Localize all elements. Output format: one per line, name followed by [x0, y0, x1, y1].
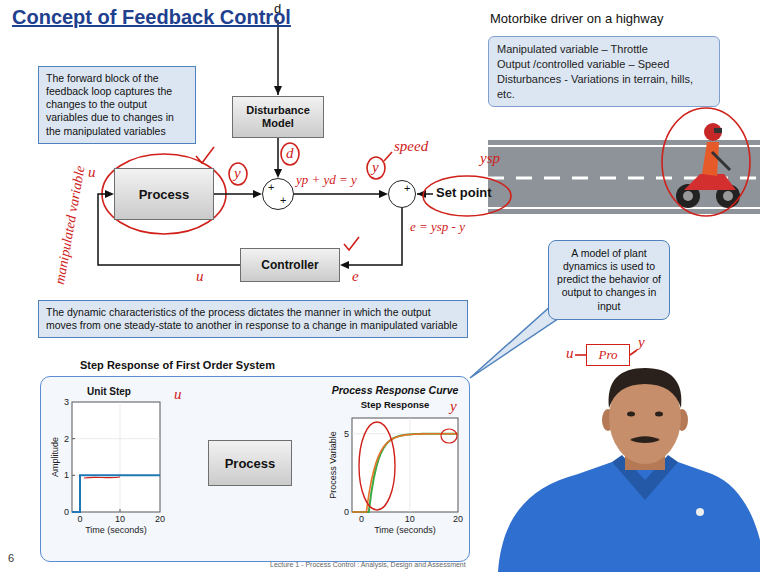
node-text: Pro [598, 347, 617, 363]
annotation: u [196, 268, 204, 285]
motorbike-illustration [676, 123, 740, 208]
annotation: e [352, 268, 359, 285]
node-text: Process [139, 187, 190, 202]
node-text: + [268, 182, 274, 193]
node-text: Step Response of First Order System [80, 358, 470, 372]
annotation: yp + yd = y [296, 173, 357, 187]
annotation: y [234, 165, 241, 182]
tick-label: 1 [64, 470, 69, 480]
unit-step-chart: Unit StepAmplitudeTime (seconds)32100102… [48, 384, 170, 540]
slide-title: Concept of Feedback Control [12, 6, 291, 29]
node-text: + [404, 183, 410, 194]
tick-label: 2 [64, 434, 69, 444]
axis-label: Time (seconds) [85, 525, 147, 535]
tick-label: 20 [155, 514, 165, 524]
node-text: Controller [261, 258, 318, 272]
footer: Lecture 1 - Process Control : Analysis, … [270, 561, 466, 569]
axis-label: Process Variable [328, 431, 338, 498]
process-block: Process [114, 168, 214, 220]
tick-label: 10 [405, 514, 415, 524]
node-text: The dynamic characteristics of the proce… [46, 306, 460, 332]
node-text: Disturbance Model [237, 104, 319, 130]
handdrawn-block: Pro [586, 344, 630, 366]
signal-connector [343, 208, 402, 265]
node-text: The forward block of the feedback loop c… [46, 72, 188, 138]
step-response-panel: Step Response of First Order SystemUnit … [40, 358, 470, 562]
annotation: d [286, 145, 294, 162]
process-block: Process [208, 440, 292, 486]
annotation: speed [394, 138, 428, 155]
signal-connector [214, 193, 259, 195]
variables-box: Manipulated variable – ThrottleOutput /c… [488, 36, 720, 107]
signal-name: d [274, 2, 281, 17]
annotation: u [88, 164, 96, 181]
page-number: 6 [8, 552, 14, 565]
tick-label: 0 [359, 514, 364, 524]
tick-label: 0 [64, 507, 69, 517]
annotation: y [450, 398, 457, 415]
tick-label: 0 [77, 514, 82, 524]
annotation: manipulated variable [52, 164, 88, 285]
node-text: + [280, 195, 286, 206]
annotation: y [372, 159, 379, 176]
note-callout: The forward block of the feedback loop c… [38, 66, 196, 144]
annotation: u [174, 386, 182, 403]
summing-junction: + [388, 180, 416, 208]
signal-name: Set point [436, 186, 492, 201]
tick-label: 3 [64, 397, 69, 407]
axis-label: Time (seconds) [374, 525, 436, 535]
signal-connector [294, 193, 385, 195]
annotation: ysp [480, 150, 500, 167]
note-box: The dynamic characteristics of the proce… [38, 300, 468, 338]
annotation: u [566, 345, 574, 362]
node-text: Process Response Curve [325, 384, 465, 396]
tick-label: 5 [344, 429, 349, 439]
response-chart: Process Response CurveStep ResponseProce… [325, 384, 465, 542]
node-text: A model of plant dynamics is used to pre… [555, 247, 663, 313]
node-text: Disturbances - Variations in terrain, hi… [497, 72, 711, 102]
tick-label: 10 [115, 514, 125, 524]
node-text: Manipulated variable – Throttle [497, 42, 711, 57]
disturbance-block: Disturbance Model [232, 96, 324, 138]
axis-label: Amplitude [50, 437, 60, 477]
annotation: e = ysp - y [410, 220, 465, 234]
road-illustration [488, 140, 760, 214]
node-text: Process [225, 456, 276, 471]
speech-callout: A model of plant dynamics is used to pre… [548, 240, 670, 320]
signal-connector [277, 138, 279, 175]
annotation: y [638, 334, 645, 351]
presenter-figure [498, 368, 760, 572]
tick-label: 20 [453, 514, 463, 524]
tick-label: 0 [344, 507, 349, 517]
node-text: Output /controlled variable – Speed [497, 57, 711, 72]
controller-block: Controller [240, 248, 340, 282]
slide-subtitle: Motorbike driver on a highway [490, 12, 663, 27]
node-text: Step Response [325, 399, 465, 410]
node-text: Unit Step [48, 386, 170, 397]
summing-junction: ++ [262, 178, 294, 210]
